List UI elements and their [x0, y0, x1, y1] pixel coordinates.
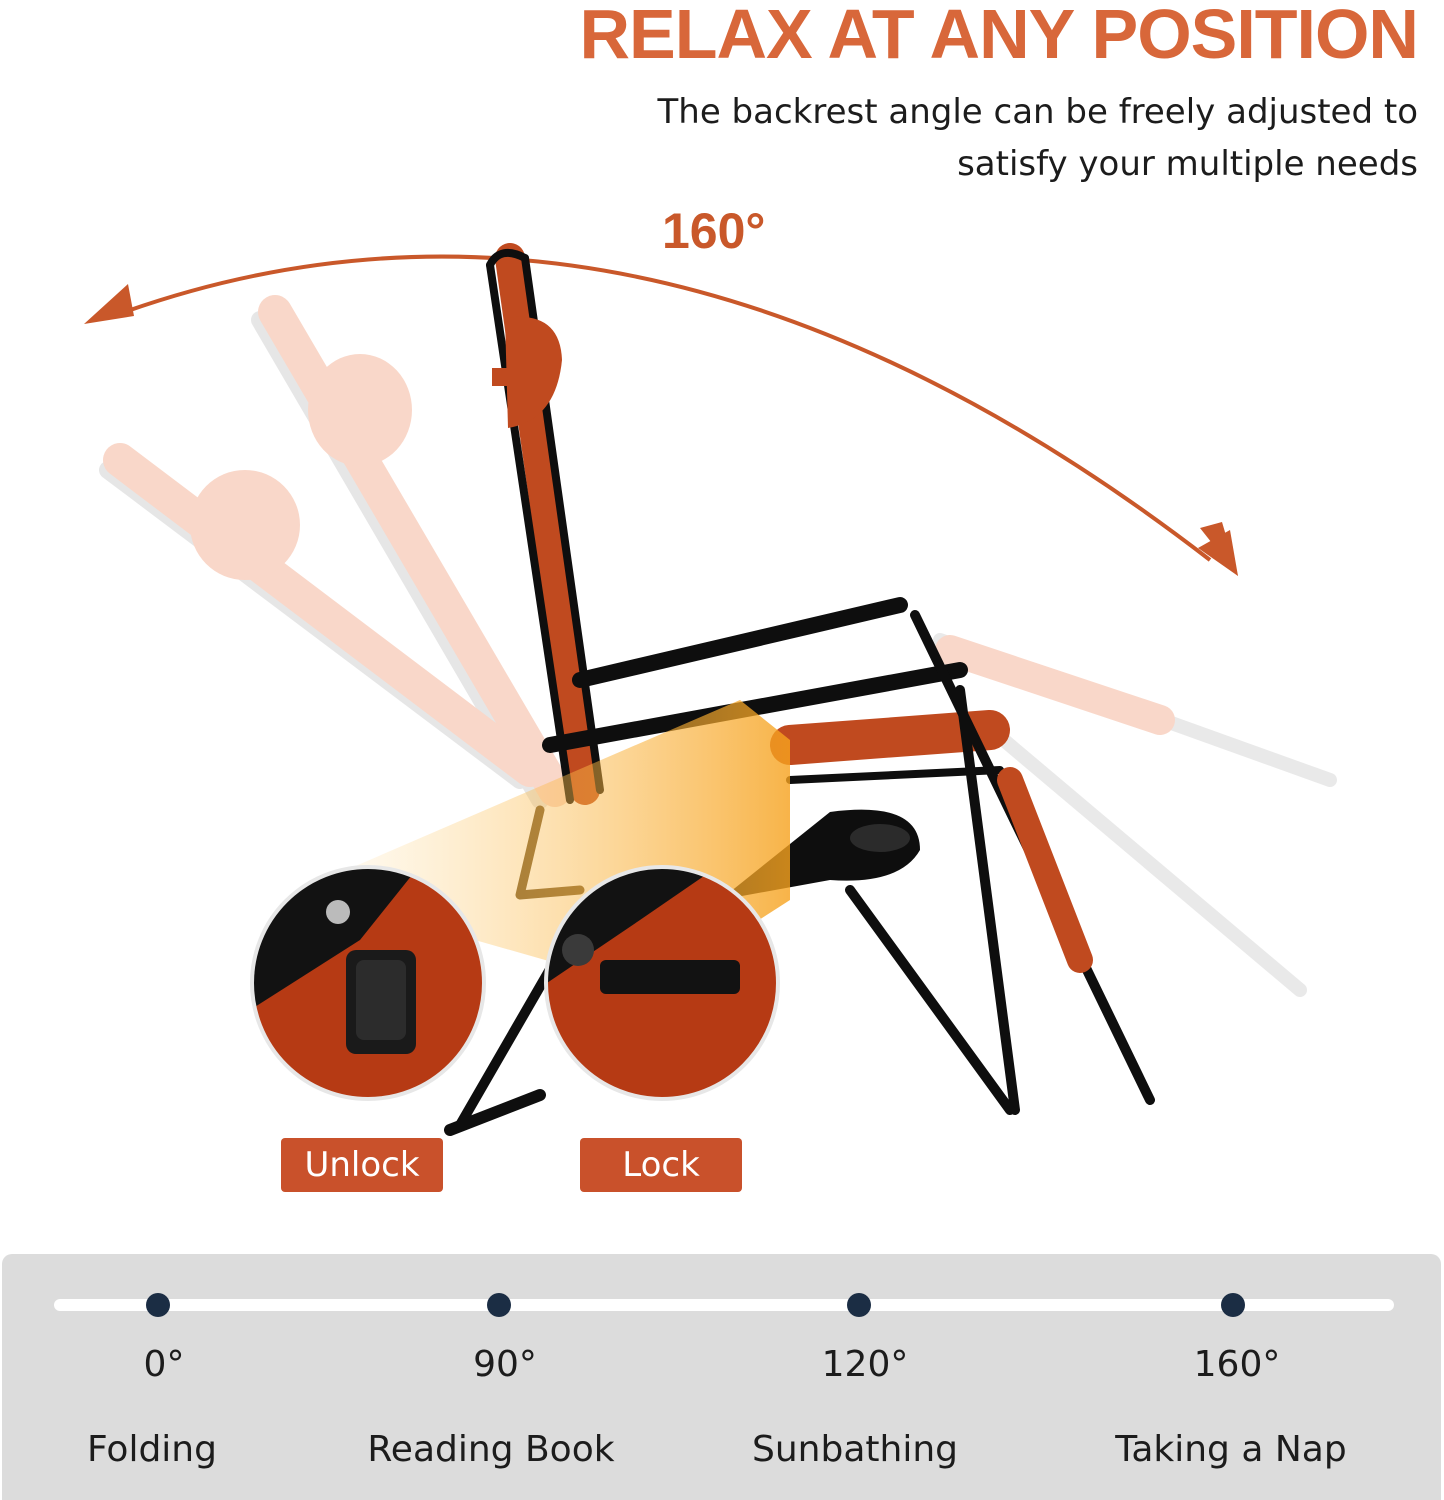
position-dot-160: [1221, 1293, 1245, 1317]
position-dot-0: [146, 1293, 170, 1317]
zero-gravity-chair-icon: [444, 243, 1155, 1136]
chair-illustration: [84, 243, 1337, 1136]
page-subtitle: The backrest angle can be freely adjuste…: [618, 86, 1418, 190]
position-use: Sunbathing: [752, 1429, 958, 1470]
position-track: [54, 1299, 1394, 1311]
position-use: Taking a Nap: [1115, 1429, 1347, 1470]
position-dot-120: [847, 1293, 871, 1317]
lock-tag: Lock: [580, 1138, 742, 1192]
position-dot-90: [487, 1293, 511, 1317]
subtitle-line-2: satisfy your multiple needs: [957, 144, 1418, 184]
position-degree: 90°: [473, 1344, 537, 1385]
position-use: Folding: [87, 1429, 217, 1470]
unlock-tag: Unlock: [281, 1138, 443, 1192]
recline-arc-arrow-icon: [84, 254, 1238, 576]
position-degree: 160°: [1193, 1344, 1281, 1385]
position-use: Reading Book: [367, 1429, 615, 1470]
position-degree: 120°: [821, 1344, 909, 1385]
ghost-chair-positions: [99, 295, 1337, 997]
unlock-lever-detail-icon: [250, 865, 486, 1101]
subtitle-line-1: The backrest angle can be freely adjuste…: [657, 92, 1418, 132]
lock-lever-detail-icon: [544, 865, 780, 1101]
positions-panel: 0° 90° 120° 160° Folding Reading Book Su…: [2, 1254, 1441, 1500]
page-title: RELAX AT ANY POSITION: [579, 0, 1419, 73]
angle-label: 160°: [662, 203, 766, 259]
position-degree: 0°: [143, 1344, 185, 1385]
